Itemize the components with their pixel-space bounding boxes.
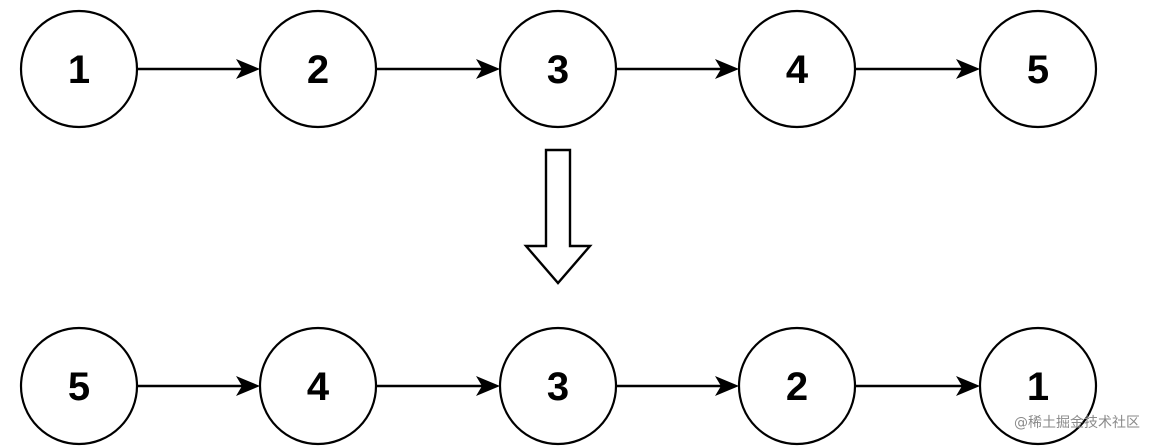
transform-arrow-group [523,148,593,285]
node-circle [978,326,1098,446]
node-value: 4 [307,365,330,409]
node-value: 3 [547,48,569,92]
arrowhead-icon [715,376,739,396]
bottom-list-node: 1 [978,326,1098,446]
top-linked-list: 1 2 3 4 5 [19,9,1098,129]
node-circle [737,326,857,446]
node-circle [498,326,618,446]
node-value: 1 [1027,365,1049,409]
bottom-list-node: 4 [258,326,378,446]
node-value: 3 [547,365,569,409]
node-value: 5 [68,365,90,409]
node-circle [498,9,618,129]
node-value: 4 [786,48,809,92]
down-arrow-icon [523,148,593,285]
node-circle [258,9,378,129]
arrowhead-icon [236,59,260,79]
bottom-linked-list: 5 4 3 2 1 [19,326,1098,446]
arrowhead-icon [715,59,739,79]
bottom-list-node: 5 [19,326,139,446]
bottom-list-node: 3 [498,326,618,446]
node-value: 5 [1027,48,1049,92]
top-list-node: 4 [737,9,857,129]
node-circle [978,9,1098,129]
bottom-list-node: 2 [737,326,857,446]
node-value: 2 [786,365,808,409]
node-circle [258,326,378,446]
node-value: 2 [307,48,329,92]
node-circle [737,9,857,129]
node-value: 1 [68,48,90,92]
node-circle [19,326,139,446]
top-list-node: 3 [498,9,618,129]
node-circle [19,9,139,129]
arrowhead-icon [956,376,980,396]
top-list-node: 1 [19,9,139,129]
watermark-text: @稀土掘金技术社区 [1014,415,1140,431]
arrowhead-icon [476,376,500,396]
arrowhead-icon [956,59,980,79]
arrowhead-icon [476,59,500,79]
arrowhead-icon [236,376,260,396]
top-list-node: 5 [978,9,1098,129]
top-list-node: 2 [258,9,378,129]
